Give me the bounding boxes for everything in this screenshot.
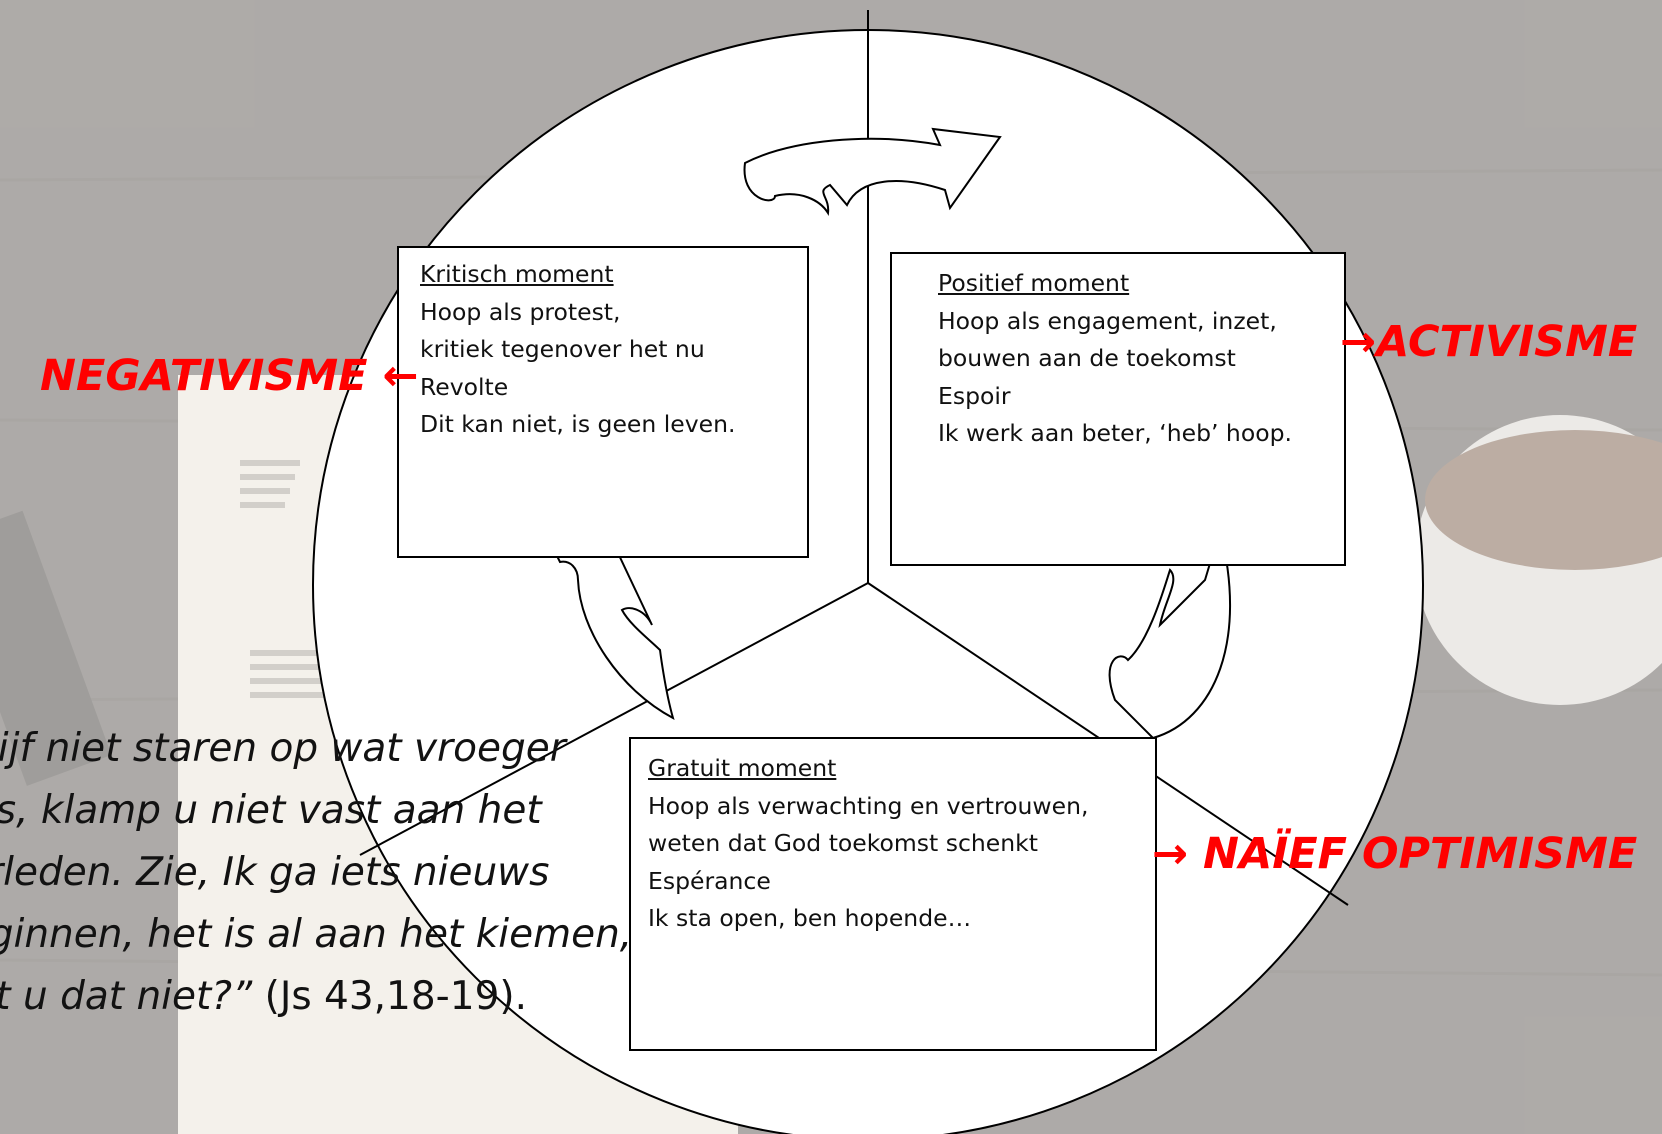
kritisch-line: kritiek tegenover het nu (420, 335, 705, 363)
bible-quote: “Blijf niet staren op wat vroeger was, k… (0, 718, 632, 1028)
positief-line: bouwen aan de toekomst (938, 344, 1236, 372)
positief-moment-text: Positief moment Hoop als engagement, inz… (938, 265, 1292, 453)
kritisch-line: Dit kan niet, is geen leven. (420, 410, 736, 438)
positief-heading: Positief moment (938, 269, 1130, 297)
curved-arrow-top (743, 127, 1002, 216)
quote-reference: (Js 43,18-19). (252, 974, 527, 1019)
box-kritisch (397, 246, 809, 558)
kritisch-line: Revolte (420, 372, 509, 401)
gratuit-line: Espérance (648, 866, 771, 895)
positief-line: Espoir (938, 381, 1011, 410)
gratuit-line: weten dat God toekomst schenkt (648, 829, 1038, 857)
kritisch-heading: Kritisch moment (420, 260, 614, 288)
label-activisme: →ACTIVISME (1340, 317, 1638, 367)
divider-left (359, 582, 869, 856)
gratuit-moment-text: Gratuit moment Hoop als verwachting en v… (648, 750, 1088, 938)
kritisch-moment-text: Kritisch moment Hoop als protest, kritie… (420, 256, 735, 444)
quote-line: beginnen, het is al aan het kiemen, (0, 912, 633, 957)
quote-line-last: ziet u dat niet?” (Js 43,18-19). (0, 966, 632, 1028)
curved-arrow-right (1108, 526, 1232, 740)
gratuit-line: Ik sta open, ben hopende… (648, 904, 972, 932)
quote-line: “Blijf niet staren op wat vroeger (0, 726, 566, 771)
gratuit-line: Hoop als verwachting en vertrouwen, (648, 791, 1089, 820)
label-negativisme: NEGATIVISME ← (40, 351, 419, 401)
box-positief (890, 252, 1346, 566)
box-gratuit (629, 737, 1157, 1051)
gratuit-heading: Gratuit moment (648, 754, 837, 782)
positief-line: Ik werk aan beter, ‘heb’ hoop. (938, 419, 1292, 447)
quote-line: verleden. Zie, Ik ga iets nieuws (0, 850, 550, 895)
quote-line: was, klamp u niet vast aan het (0, 788, 542, 833)
label-naief-optimisme: → NAÏEF OPTIMISME (1152, 829, 1638, 879)
quote-last-italic: ziet u dat niet?” (0, 974, 253, 1019)
curved-arrow-left (543, 513, 675, 720)
positief-line: Hoop als engagement, inzet, (938, 306, 1277, 335)
kritisch-line: Hoop als protest, (420, 297, 621, 326)
